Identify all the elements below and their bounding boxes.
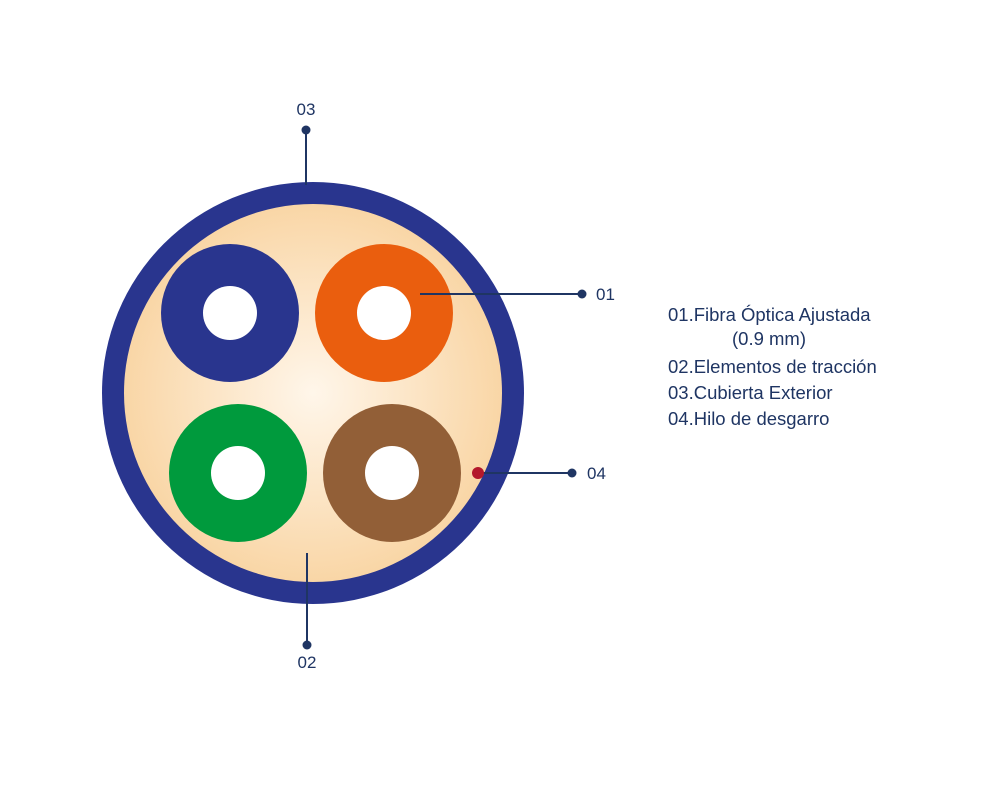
legend-item-01-subtext: (0.9 mm)	[732, 328, 806, 349]
fiber-green-core	[211, 446, 265, 500]
leader-dot-04	[567, 468, 577, 478]
legend-item-02: 02.Elementos de tracción	[668, 356, 877, 377]
legend: 01.Fibra Óptica Ajustada (0.9 mm) 02.Ele…	[668, 302, 988, 432]
callout-label-03: 03	[297, 100, 316, 119]
legend-item-01-text: 01.Fibra Óptica Ajustada	[668, 304, 871, 325]
fiber-green	[169, 404, 307, 542]
fiber-orange-core	[357, 286, 411, 340]
callout-label-01: 01	[596, 285, 615, 304]
legend-item-03: 03.Cubierta Exterior	[668, 382, 833, 403]
leader-dot-02	[302, 640, 312, 650]
fiber-orange	[315, 244, 453, 382]
strength-member-area	[124, 204, 502, 582]
fiber-brown-core	[365, 446, 419, 500]
ripcord-dot	[472, 467, 484, 479]
fiber-blue-core	[203, 286, 257, 340]
callout-label-02: 02	[298, 653, 317, 672]
legend-item-01: 01.Fibra Óptica Ajustada (0.9 mm)	[668, 302, 988, 350]
callout-label-04: 04	[587, 464, 606, 483]
leader-dot-03	[301, 125, 311, 135]
fiber-brown	[323, 404, 461, 542]
legend-item-04: 04.Hilo de desgarro	[668, 408, 830, 429]
leader-dot-01	[577, 289, 587, 299]
leader-lines	[301, 125, 587, 650]
fiber-blue	[161, 244, 299, 382]
